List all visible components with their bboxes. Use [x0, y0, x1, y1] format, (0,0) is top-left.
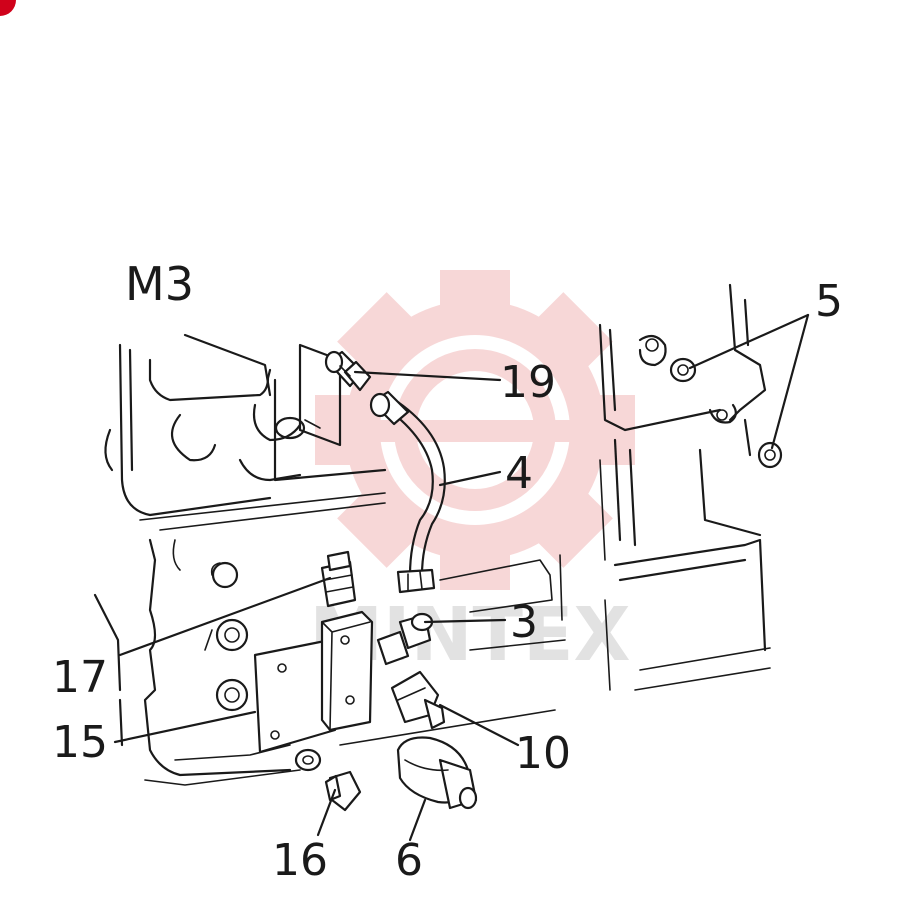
part-15-bracket [253, 610, 374, 754]
callout-5: 5 [815, 276, 843, 327]
part-5-bolts [669, 357, 783, 469]
callout-17: 17 [52, 652, 108, 703]
part-16-plug [294, 748, 362, 812]
callout-3: 3 [510, 597, 538, 648]
part-10-switch [390, 670, 446, 730]
part-6-sensor [396, 736, 478, 810]
transmission-housing-right [598, 283, 771, 691]
callout-10: 10 [515, 728, 571, 779]
watermark-gear-icon [315, 270, 635, 590]
transmission-housing-left [93, 333, 566, 786]
leader-lines [113, 313, 810, 842]
part-4-pipe [369, 390, 446, 594]
part-17-fitting [320, 550, 357, 608]
callout-15: 15 [52, 717, 108, 768]
corner-badge [0, 0, 16, 16]
callout-19: 19 [500, 357, 556, 408]
callout-6: 6 [395, 835, 423, 886]
part-19-fitting [324, 350, 372, 392]
callout-4: 4 [505, 448, 533, 499]
part-3-elbow-fitting [376, 612, 434, 666]
group-label: M3 [125, 257, 194, 311]
callout-16: 16 [272, 835, 328, 886]
